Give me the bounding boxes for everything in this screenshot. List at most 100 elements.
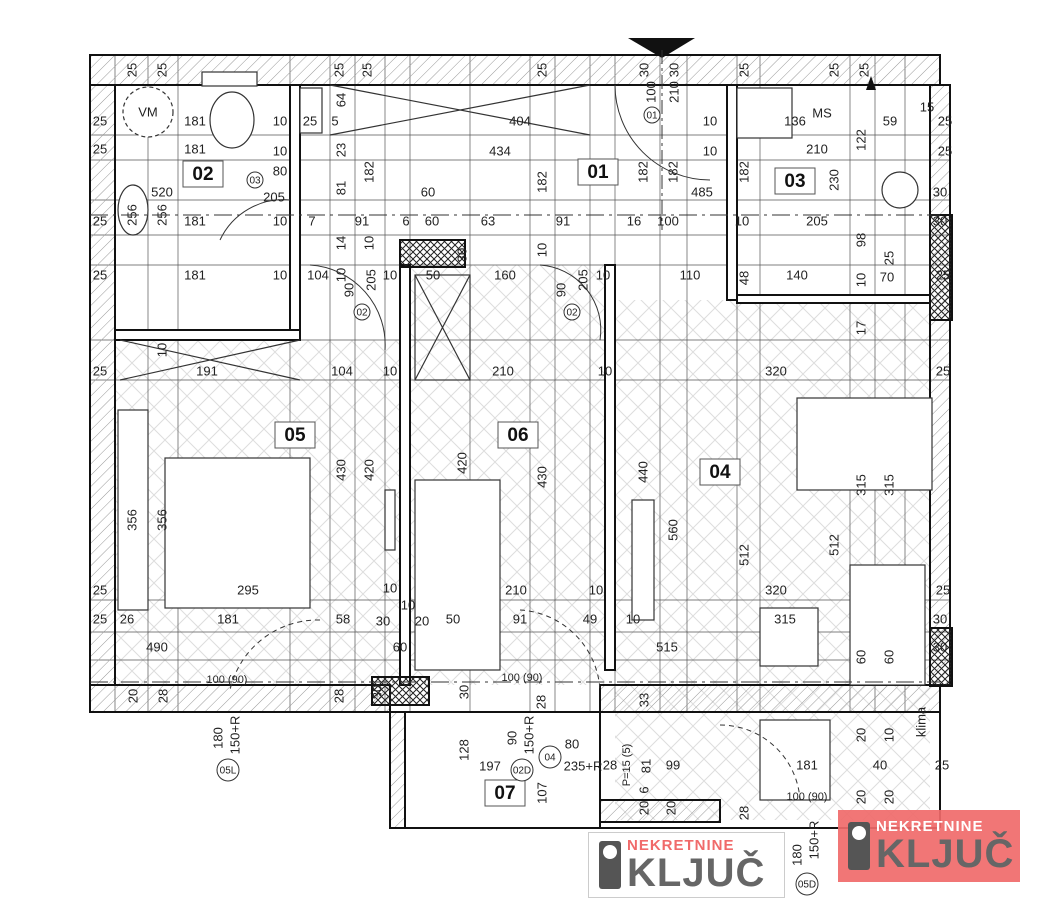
dimension-label: 28 — [331, 689, 346, 703]
key-icon — [848, 822, 870, 870]
dimension-label: 104 — [307, 267, 329, 282]
dimension-label: 25 — [534, 63, 549, 77]
dimension-label: 91 — [355, 213, 369, 228]
dimension-label: 17 — [853, 321, 868, 335]
dimension-label: 140 — [786, 267, 808, 282]
dimension-label: 100 (90) — [787, 791, 828, 803]
dimension-label: 50 — [426, 267, 440, 282]
dimension-label: 26 — [120, 611, 134, 626]
dimension-label: 315 — [774, 611, 796, 626]
washing-machine-label: VM — [138, 104, 158, 119]
tag-circle — [510, 758, 534, 782]
dimension-label: 10 — [881, 728, 896, 742]
dimension-label: 98 — [853, 233, 868, 247]
dimension-label: 25 — [93, 582, 107, 597]
dimension-label: 128 — [456, 739, 471, 761]
dimension-label: 182 — [665, 161, 680, 183]
dimension-label: 150+R — [227, 716, 242, 755]
dimension-label: 100 — [657, 213, 679, 228]
dimension-label: 181 — [796, 757, 818, 772]
dimension-label: 60 — [853, 650, 868, 664]
room-label-box — [699, 458, 741, 486]
dimension-label: 25 — [93, 113, 107, 128]
key-icon — [599, 841, 621, 889]
tag-circle — [353, 303, 371, 321]
dimension-label: 20 — [853, 790, 868, 804]
tag-circle — [563, 303, 581, 321]
dimension-label: 20 — [415, 613, 429, 628]
dimension-label: 10 — [361, 236, 376, 250]
dimension-label: 182 — [736, 161, 751, 183]
dimension-label: 25 — [154, 63, 169, 77]
dimension-label: 515 — [656, 639, 678, 654]
dimension-label: 63 — [481, 213, 495, 228]
dimension-label: 210 — [666, 81, 681, 103]
dimension-label: 434 — [489, 143, 511, 158]
dimension-label: 100 (90) — [207, 674, 248, 686]
dimension-label: 181 — [184, 141, 206, 156]
room-label-01: 01 — [587, 162, 609, 183]
entrance-arrow-icon — [628, 38, 695, 58]
dimension-label: 10 — [383, 580, 397, 595]
dimension-label: 60 — [393, 639, 407, 654]
dimension-label: 6 — [402, 213, 409, 228]
tag-circle — [643, 106, 661, 124]
dimension-label: 91 — [513, 611, 527, 626]
room-label-07: 07 — [494, 783, 515, 804]
dimension-label: 180 — [789, 844, 804, 866]
room-label-05: 05 — [284, 425, 306, 446]
watermark-line1: NEKRETNINE — [876, 817, 984, 835]
room-label-03: 03 — [784, 171, 805, 192]
dimension-label: 315 — [853, 474, 868, 496]
dimension-label: 16 — [627, 213, 641, 228]
dimension-label: 205 — [575, 269, 590, 291]
dimension-label: 25 — [93, 141, 107, 156]
dimension-label: 512 — [826, 534, 841, 556]
dimension-label: 210 — [505, 582, 527, 597]
dimension-label: 80 — [565, 736, 579, 751]
dimension-label: 25 — [881, 251, 896, 265]
dimension-label: 15 — [920, 99, 934, 114]
dimension-label: 30 — [933, 611, 947, 626]
dimension-label: 315 — [881, 474, 896, 496]
dimension-label: 440 — [635, 461, 650, 483]
door-swings — [90, 84, 940, 801]
dimension-label: 256 — [124, 204, 139, 226]
dimension-label: 10 — [383, 363, 397, 378]
dimension-label: 404 — [509, 113, 531, 128]
dimension-label: 60 — [881, 650, 896, 664]
dimension-label: 14 — [333, 236, 348, 250]
dimension-label: 30 — [369, 685, 384, 699]
dimension-label: 205 — [806, 213, 828, 228]
dimension-label: 30 — [454, 248, 469, 262]
dimension-label: 10 — [596, 267, 610, 282]
dimension-label: 10 — [703, 143, 717, 158]
room-label-box — [274, 421, 316, 449]
room-label-box — [497, 421, 539, 449]
dimension-label: 25 — [93, 213, 107, 228]
air-conditioner-label: klima — [913, 706, 928, 737]
dimension-label: 25 — [936, 363, 950, 378]
room-label-box — [484, 779, 526, 807]
dimension-label: 99 — [666, 757, 680, 772]
dimension-label: 100 — [643, 81, 658, 103]
dimension-label: 256 — [154, 204, 169, 226]
dimension-label: 10 — [735, 213, 749, 228]
dimension-label: 40 — [873, 757, 887, 772]
dimension-label: 420 — [454, 452, 469, 474]
floor-finish — [115, 265, 930, 820]
dimension-label: 70 — [880, 269, 894, 284]
dimension-label: 490 — [146, 639, 168, 654]
tag-window-05L: 05L — [220, 766, 237, 777]
dimension-label: 560 — [665, 519, 680, 541]
dimension-label: 25 — [856, 63, 871, 77]
dimension-label: 10 — [273, 113, 287, 128]
dimension-label: 181 — [184, 113, 206, 128]
dimension-label: 356 — [124, 509, 139, 531]
dimension-label: 25 — [935, 757, 949, 772]
dimension-label: 25 — [938, 143, 952, 158]
dimension-label: 10 — [383, 267, 397, 282]
dimension-label: 10 — [333, 268, 348, 282]
